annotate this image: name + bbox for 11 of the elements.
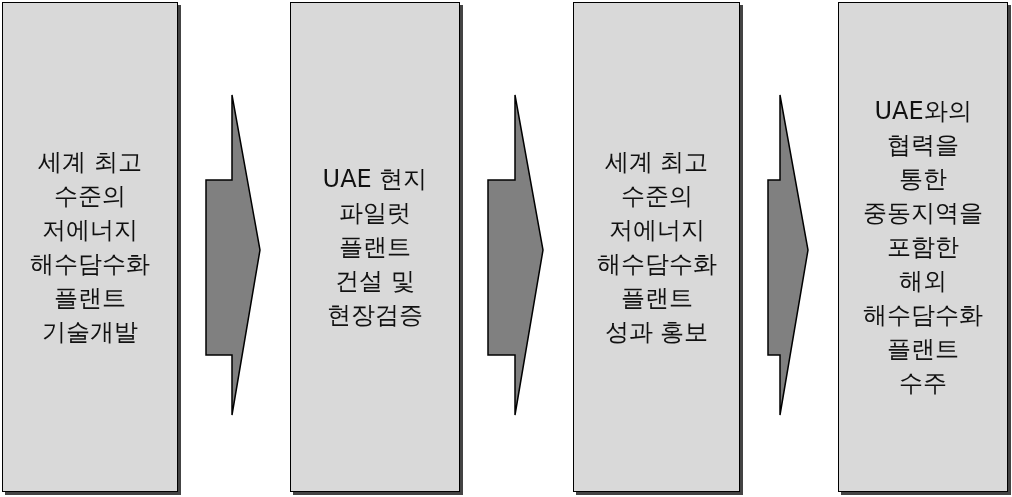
block-arrow: [205, 94, 261, 416]
process-box: [573, 2, 740, 492]
step-text: 세계 최고 수준의 저에너지 해수담수화 플랜트 기술개발: [29, 147, 151, 348]
step-text: UAE 현지 파일럿 플랜트 건설 및 현장검증: [321, 164, 429, 331]
step-text: 세계 최고 수준의 저에너지 해수담수화 플랜트 성과 홍보: [595, 147, 718, 348]
process-box: [290, 2, 460, 492]
process-box: [838, 2, 1008, 492]
block-arrow: [767, 94, 809, 416]
step-text: UAE와의 협력을 통한 중동지역을 포함한 해외 해수담수화 플랜트 수주: [862, 96, 984, 399]
process-box: [2, 2, 178, 492]
block-arrow: [487, 94, 544, 416]
